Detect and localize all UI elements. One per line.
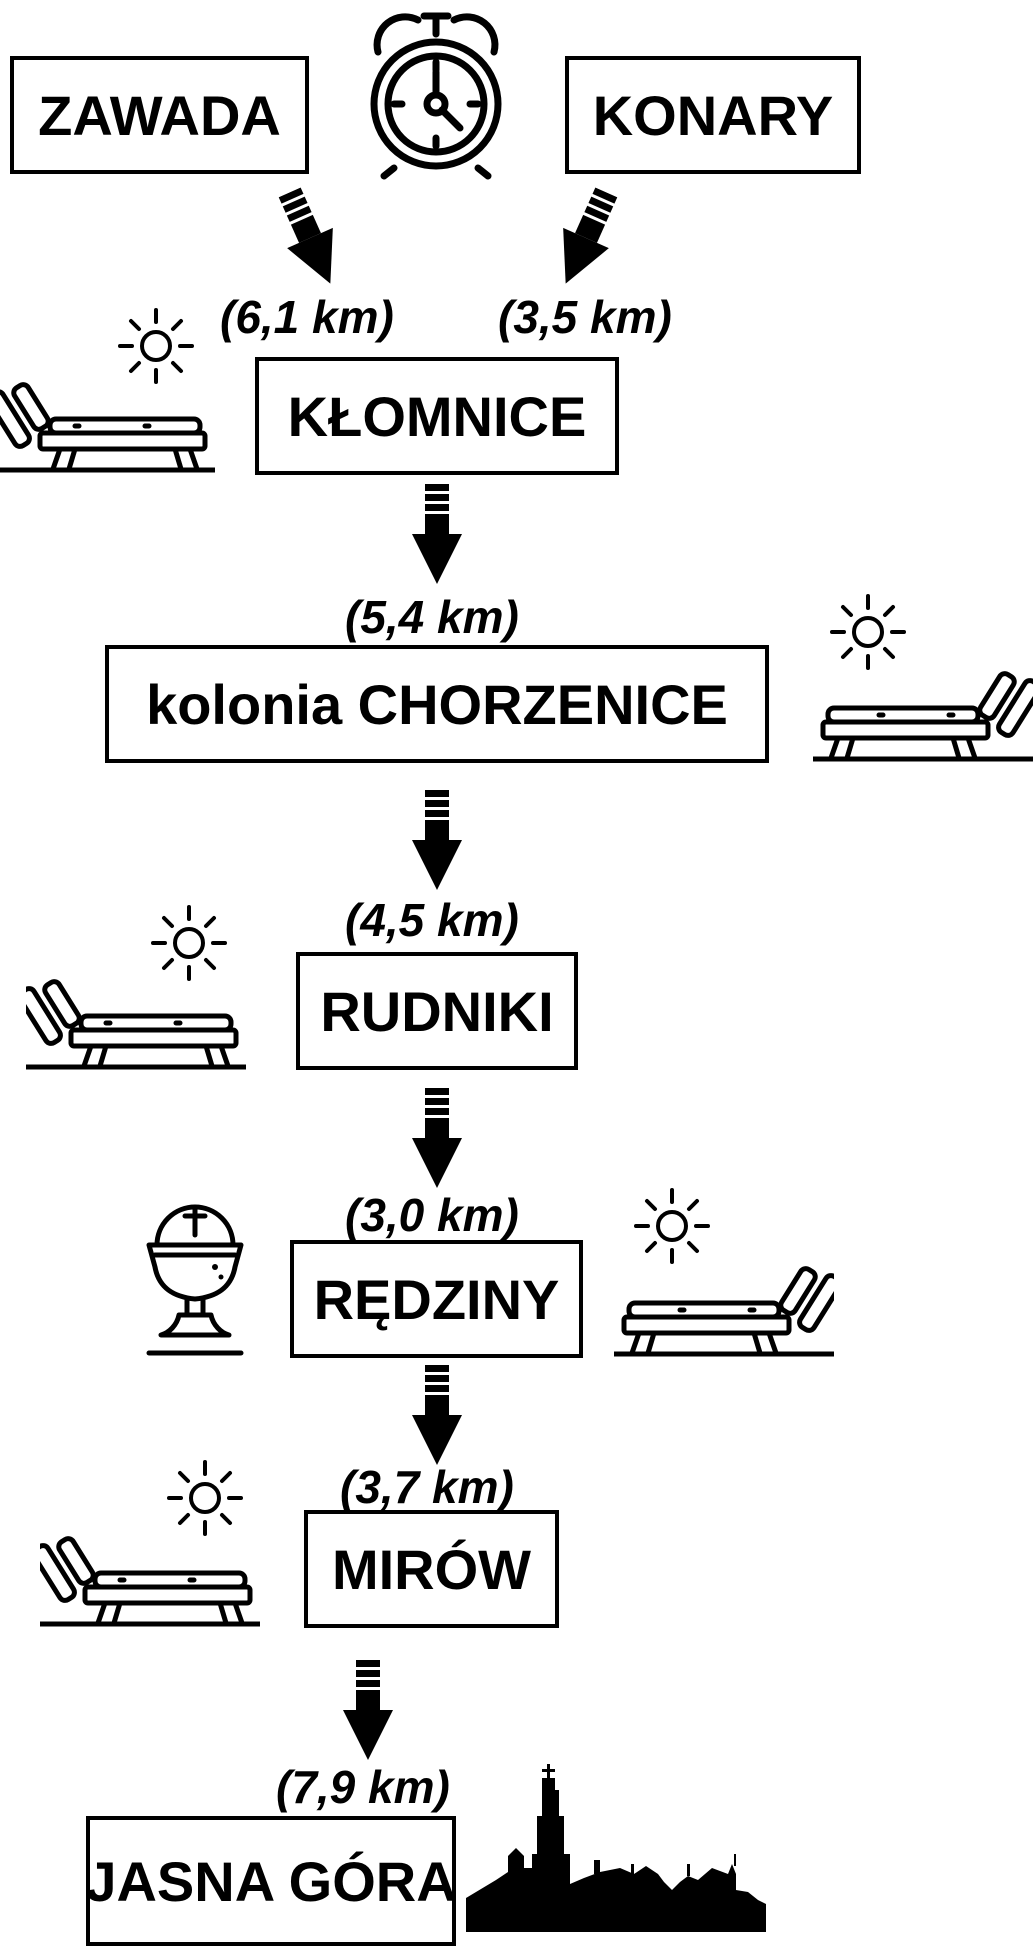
arrow-konary-to-klomnice <box>542 182 630 294</box>
stop-konary-label: KONARY <box>592 83 834 147</box>
sun-icon <box>830 594 906 670</box>
distance-chorzenice-rudniki: (4,5 km) <box>345 894 519 946</box>
sun-icon <box>167 1460 243 1536</box>
distance-mirow-jasna-gora: (7,9 km) <box>276 1761 450 1813</box>
sunbed-icon <box>813 662 1033 762</box>
sunbed-icon <box>26 970 246 1070</box>
sun-icon <box>634 1188 710 1264</box>
stop-chorzenice-label: kolonia CHORZENICE <box>146 672 728 736</box>
arrow-down <box>343 1660 393 1760</box>
stop-chorzenice: kolonia CHORZENICE <box>105 645 769 763</box>
chalice-icon <box>146 1204 244 1356</box>
stop-klomnice: KŁOMNICE <box>255 357 619 475</box>
stop-zawada: ZAWADA <box>10 56 309 174</box>
arrow-zawada-to-klomnice <box>266 182 354 294</box>
distance-redziny-mirow: (3,7 km) <box>340 1461 514 1513</box>
stop-mirow-label: MIRÓW <box>331 1537 532 1601</box>
distance-klomnice-chorzenice: (5,4 km) <box>345 591 519 643</box>
stop-rudniki: RUDNIKI <box>296 952 578 1070</box>
stop-redziny: RĘDZINY <box>290 1240 583 1358</box>
sunbed-icon <box>40 1527 260 1627</box>
stop-jasna-gora-label: JASNA GÓRA <box>85 1849 457 1913</box>
arrow-down <box>412 1365 462 1465</box>
distance-zawada-klomnice: (6,1 km) <box>220 291 394 343</box>
sunbed-icon <box>0 373 215 473</box>
arrow-down <box>412 790 462 890</box>
stop-zawada-label: ZAWADA <box>38 83 281 147</box>
arrow-down <box>412 484 462 584</box>
alarm-clock-icon <box>370 12 502 180</box>
stop-redziny-label: RĘDZINY <box>313 1267 560 1331</box>
stop-konary: KONARY <box>565 56 861 174</box>
sunbed-icon <box>614 1257 834 1357</box>
stop-rudniki-label: RUDNIKI <box>320 979 554 1043</box>
stop-mirow: MIRÓW <box>304 1510 559 1628</box>
stop-jasna-gora: JASNA GÓRA <box>85 1816 457 1946</box>
jasna-gora-skyline-icon <box>466 1764 766 1932</box>
distance-rudniki-redziny: (3,0 km) <box>345 1189 519 1241</box>
stop-klomnice-label: KŁOMNICE <box>287 384 587 448</box>
distance-konary-klomnice: (3,5 km) <box>498 291 672 343</box>
arrow-down <box>412 1088 462 1188</box>
